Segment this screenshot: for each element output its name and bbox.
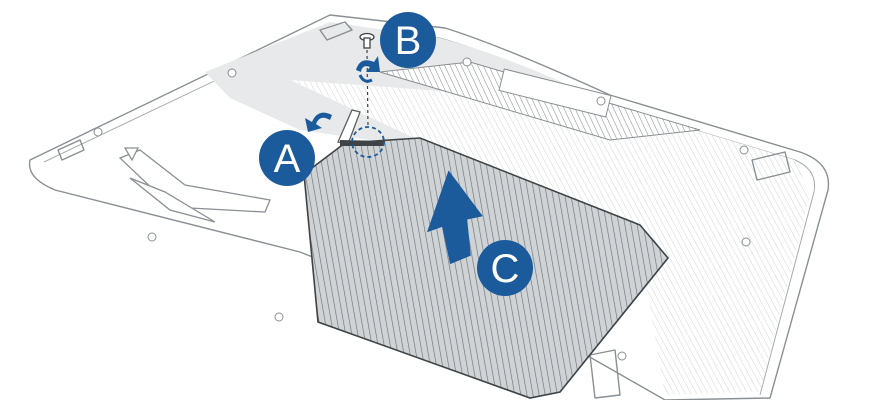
screw-icon	[359, 32, 375, 49]
latch-highlight-circle	[351, 126, 385, 158]
foot-top-left	[319, 21, 353, 41]
base-outer-edge	[28, 14, 830, 400]
callout-b-label: B	[395, 19, 422, 63]
lift-arrow-icon	[426, 170, 483, 265]
pry-tool	[337, 109, 385, 158]
pry-arrow-icon	[305, 112, 332, 132]
laptop-base	[28, 14, 830, 400]
right-hatch-region	[290, 80, 810, 395]
foot-left	[57, 139, 85, 161]
callout-c-label: C	[491, 247, 520, 291]
foot-bottom-right	[589, 349, 621, 399]
callout-c: C	[477, 240, 533, 296]
screw-holes	[93, 57, 751, 361]
callout-a: A	[259, 130, 315, 186]
rotate-arrow-icon	[356, 56, 380, 83]
callout-a-label: A	[274, 137, 301, 181]
callout-b: B	[380, 12, 436, 68]
foot-right	[751, 151, 791, 181]
vent-label-plate	[498, 68, 612, 118]
rog-logo-icon	[118, 147, 271, 223]
